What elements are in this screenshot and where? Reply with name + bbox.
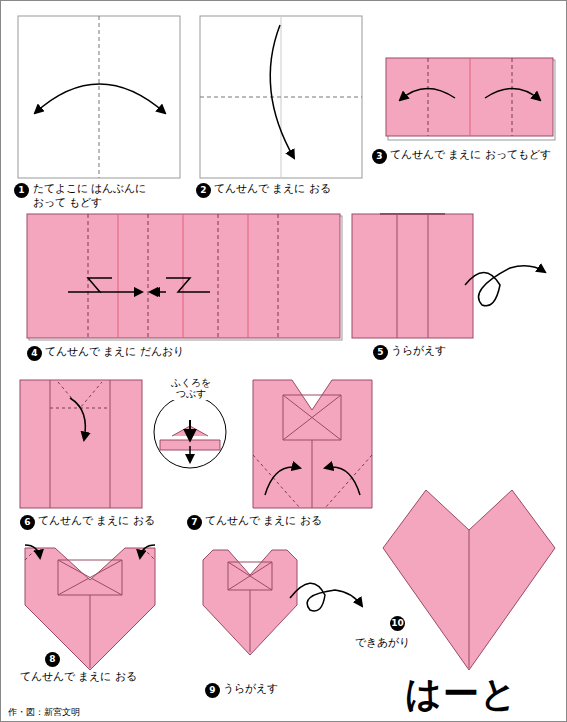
- step-number: 7: [187, 515, 202, 530]
- step-caption: うらがえす: [391, 344, 446, 358]
- step-caption: できあがり: [355, 636, 410, 650]
- step-caption: てんせんで まえに おる: [214, 182, 331, 196]
- step-caption: てんせんで まえに おってもどす: [390, 148, 551, 162]
- diagram-title: はーと: [405, 676, 518, 712]
- step-number: 1: [14, 183, 29, 198]
- step-number: 6: [20, 515, 35, 530]
- step-number: 9: [205, 683, 220, 698]
- step-caption: うらがえす: [223, 682, 278, 696]
- credit: 作・図：新宮文明: [8, 707, 80, 718]
- step-caption: たてよこに はんぶんに おって もどす: [33, 182, 153, 209]
- zoom-note: ふくろを つぶす: [165, 378, 217, 400]
- step-caption: てんせんで まえに おる: [20, 670, 137, 684]
- step-caption: てんせんで まえに おる: [205, 514, 322, 528]
- step-caption: てんせんで まえに だんおり: [45, 345, 184, 359]
- step-number: 8: [45, 652, 60, 667]
- step-number: 10: [390, 616, 405, 631]
- step-number: 3: [372, 149, 387, 164]
- step-caption: てんせんで まえに おる: [38, 514, 155, 528]
- step-number: 4: [27, 346, 42, 361]
- step-number: 2: [196, 183, 211, 198]
- step-number: 5: [373, 345, 388, 360]
